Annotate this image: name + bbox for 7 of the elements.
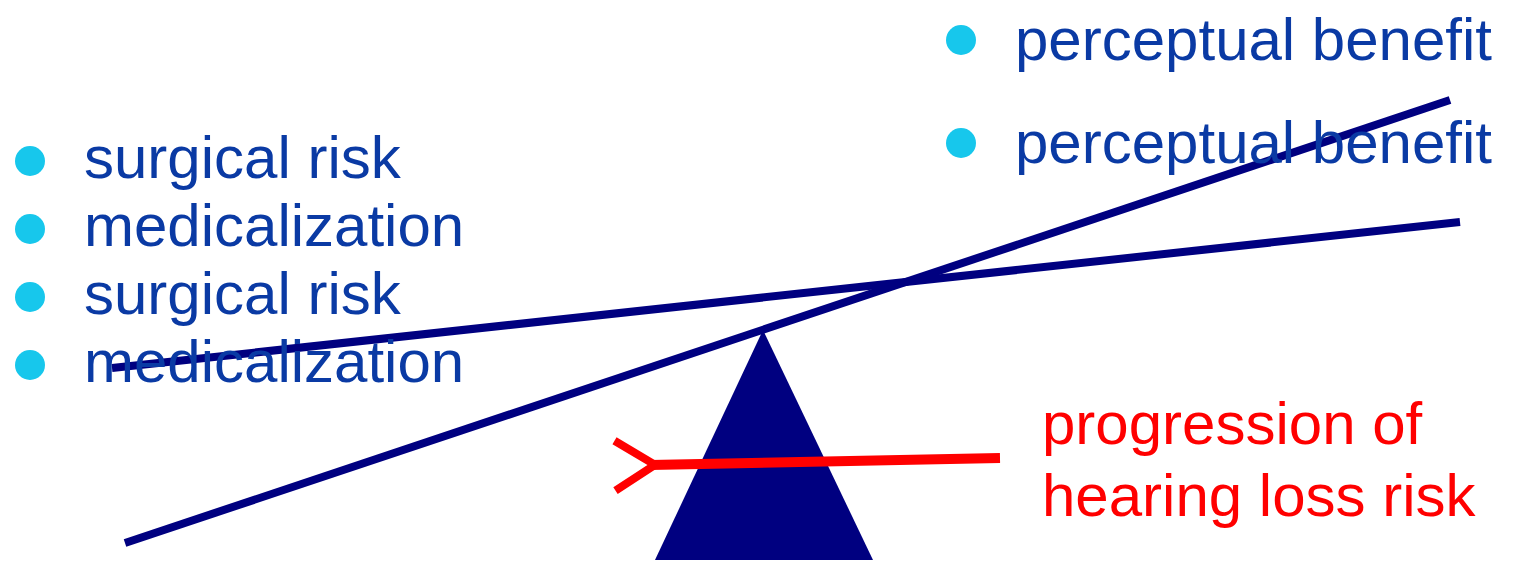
bullet-text: surgical risk xyxy=(84,262,401,326)
bullet-text: medicalization xyxy=(84,194,465,258)
arrow-caption: progression of hearing loss risk xyxy=(1042,389,1477,531)
bullet-text: surgical risk xyxy=(84,126,401,190)
bullet-text: medicalization xyxy=(84,330,465,394)
bullet-text: perceptual benefit xyxy=(1015,8,1492,72)
bullet-text: perceptual benefit xyxy=(1015,111,1492,175)
